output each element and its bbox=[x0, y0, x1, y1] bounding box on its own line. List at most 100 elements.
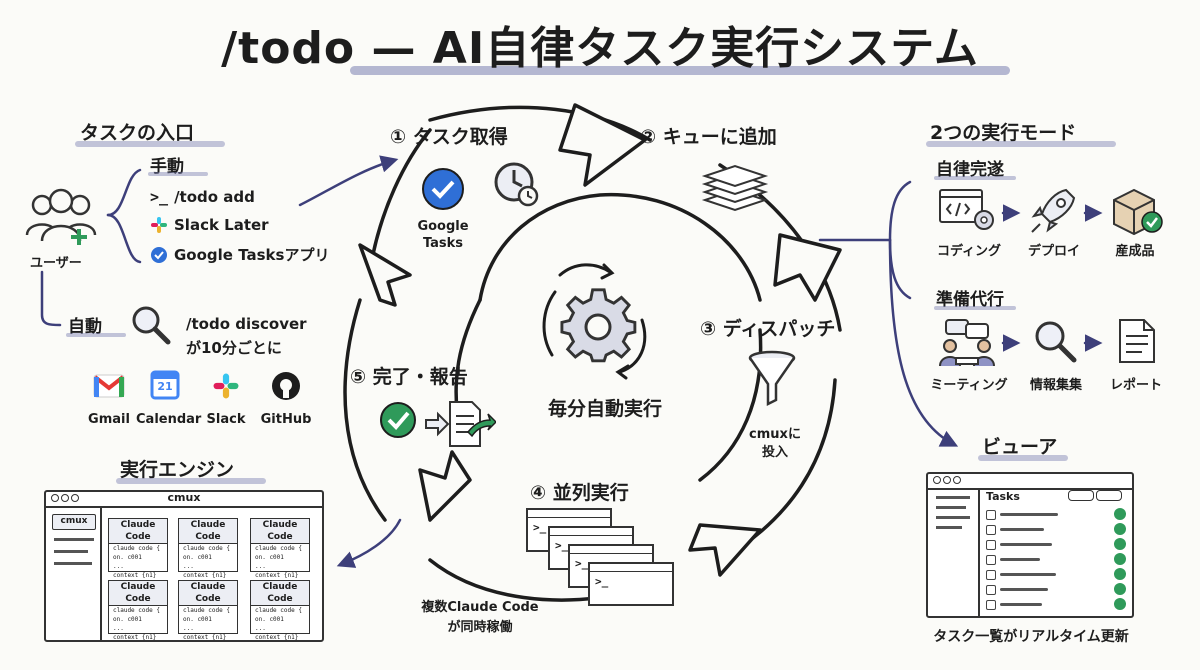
title-underline bbox=[350, 66, 1010, 75]
source-slack-label: Slack bbox=[206, 412, 246, 427]
prep-step-report: レポート bbox=[1109, 378, 1162, 393]
claude-code-panel-line: context {n1} bbox=[255, 572, 299, 579]
terminal-window: >_ bbox=[588, 562, 674, 606]
page-title: /todo — AI自律タスク実行システム bbox=[221, 23, 979, 74]
claude-code-panel-line: ... bbox=[183, 625, 194, 632]
product-box-icon bbox=[1110, 186, 1164, 236]
viewer-window: Tasks bbox=[926, 472, 1134, 618]
claude-code-panel-line: claude code { bbox=[113, 607, 160, 614]
viewer-task-row[interactable] bbox=[986, 523, 1126, 537]
task-done-check-icon bbox=[1114, 553, 1126, 565]
source-gmail-label: Gmail bbox=[88, 412, 130, 427]
rocket-icon bbox=[1028, 186, 1078, 236]
autonomous-step-deploy: デプロイ bbox=[1027, 244, 1080, 259]
auto-interval: が10分ごとに bbox=[186, 339, 282, 357]
cmux-window-title: cmux bbox=[167, 491, 201, 504]
autonomous-step-coding: コディング bbox=[936, 244, 1002, 259]
user-label: ユーザー bbox=[30, 256, 82, 271]
modes-heading: 2つの実行モード bbox=[930, 122, 1077, 144]
viewer-task-row[interactable] bbox=[986, 583, 1126, 597]
entry-heading: タスクの入口 bbox=[80, 122, 195, 144]
entry-heading-underline bbox=[75, 141, 225, 147]
viewer-heading-underline bbox=[978, 455, 1068, 461]
task-done-check-icon bbox=[1114, 523, 1126, 535]
manual-item-slack-later: Slack Later bbox=[150, 216, 269, 234]
claude-code-panel-line: context {n1} bbox=[113, 634, 157, 641]
claude-code-panel-line: on. c001 bbox=[183, 554, 212, 561]
viewer-task-row[interactable] bbox=[986, 598, 1126, 612]
calendar-day: 21 bbox=[157, 380, 173, 393]
claude-code-panel-line: claude code { bbox=[255, 607, 302, 614]
claude-code-panel-line: on. c001 bbox=[113, 554, 142, 561]
claude-code-panel-title: Claude Code bbox=[179, 519, 237, 544]
viewer-task-row[interactable] bbox=[986, 568, 1126, 582]
calendar-icon: 21 bbox=[150, 370, 180, 400]
report-send-icon bbox=[424, 398, 496, 450]
viewer-heading: ビューア bbox=[982, 436, 1058, 458]
terminal-prompt-icon: >_ bbox=[595, 575, 609, 588]
step-1-label: ① タスク取得 bbox=[390, 126, 508, 148]
step-4-sub: 複数Claude Code が同時稼働 bbox=[421, 600, 539, 635]
claude-code-panel-title: Claude Code bbox=[109, 581, 167, 606]
viewer-task-row[interactable] bbox=[986, 553, 1126, 567]
prep-step-meeting: ミーティング bbox=[930, 378, 1008, 393]
step-3-label: ③ ディスパッチ bbox=[700, 318, 836, 340]
claude-code-panel-line: ... bbox=[113, 625, 124, 632]
users-icon bbox=[22, 185, 102, 251]
claude-code-panel-line: context {n1} bbox=[183, 572, 227, 579]
search-info-icon bbox=[1032, 318, 1078, 364]
claude-code-panel-line: context {n1} bbox=[255, 634, 299, 641]
document-stack-icon bbox=[700, 160, 770, 218]
claude-code-panel-line: context {n1} bbox=[113, 572, 157, 579]
report-doc-icon bbox=[1116, 316, 1160, 366]
claude-code-panel-title: Claude Code bbox=[109, 519, 167, 544]
clock-icon bbox=[492, 160, 542, 210]
claude-code-panel-line: claude code { bbox=[183, 607, 230, 614]
github-icon bbox=[270, 370, 302, 402]
step-4-label: ④ 並列実行 bbox=[530, 482, 629, 504]
gear-icon bbox=[560, 288, 640, 368]
step-3-sub: cmuxに 投入 bbox=[749, 427, 801, 460]
claude-code-panel-line: ... bbox=[113, 563, 124, 570]
coding-icon bbox=[938, 188, 998, 234]
source-github-label: GitHub bbox=[260, 412, 312, 427]
google-tasks-check-icon bbox=[420, 166, 466, 212]
prep-heading: 準備代行 bbox=[936, 290, 1004, 310]
claude-code-panel-line: on. c001 bbox=[183, 616, 212, 623]
step-1-sub: Google Tasks bbox=[417, 219, 469, 251]
viewer-titlebar bbox=[928, 474, 1132, 490]
cmux-titlebar: cmux bbox=[46, 492, 322, 508]
autonomous-heading: 自律完遂 bbox=[936, 160, 1004, 180]
claude-code-panel-line: on. c001 bbox=[255, 616, 284, 623]
claude-code-panel-line: ... bbox=[183, 563, 194, 570]
claude-code-panel-title: Claude Code bbox=[251, 519, 309, 544]
prep-step-info: 情報集集 bbox=[1029, 378, 1082, 393]
terminal-prompt-icon: >_ bbox=[555, 539, 569, 552]
engine-heading-underline bbox=[116, 478, 266, 484]
manual-item-google-tasks-app: Google Tasksアプリ bbox=[150, 244, 329, 265]
autonomous-underline bbox=[934, 176, 1016, 180]
funnel-icon bbox=[748, 350, 796, 408]
task-done-check-icon bbox=[1114, 583, 1126, 595]
task-done-check-icon bbox=[1114, 538, 1126, 550]
manual-heading: 手動 bbox=[150, 157, 184, 177]
step-5-label: ⑤ 完了・報告 bbox=[350, 366, 468, 388]
auto-heading: 自動 bbox=[68, 317, 102, 337]
cmux-sidebar-tab[interactable]: cmux bbox=[52, 514, 96, 530]
viewer-task-row[interactable] bbox=[986, 508, 1126, 522]
viewer-caption: タスク一覧がリアルタイム更新 bbox=[933, 629, 1129, 645]
task-done-check-icon bbox=[1114, 598, 1126, 610]
slack-source-icon bbox=[212, 372, 240, 400]
engine-heading: 実行エンジン bbox=[120, 459, 235, 481]
claude-code-panel-title: Claude Code bbox=[179, 581, 237, 606]
entry-connectors bbox=[40, 155, 1103, 568]
prep-underline bbox=[934, 306, 1016, 310]
viewer-task-row[interactable] bbox=[986, 538, 1126, 552]
claude-code-panel-line: ... bbox=[255, 563, 266, 570]
